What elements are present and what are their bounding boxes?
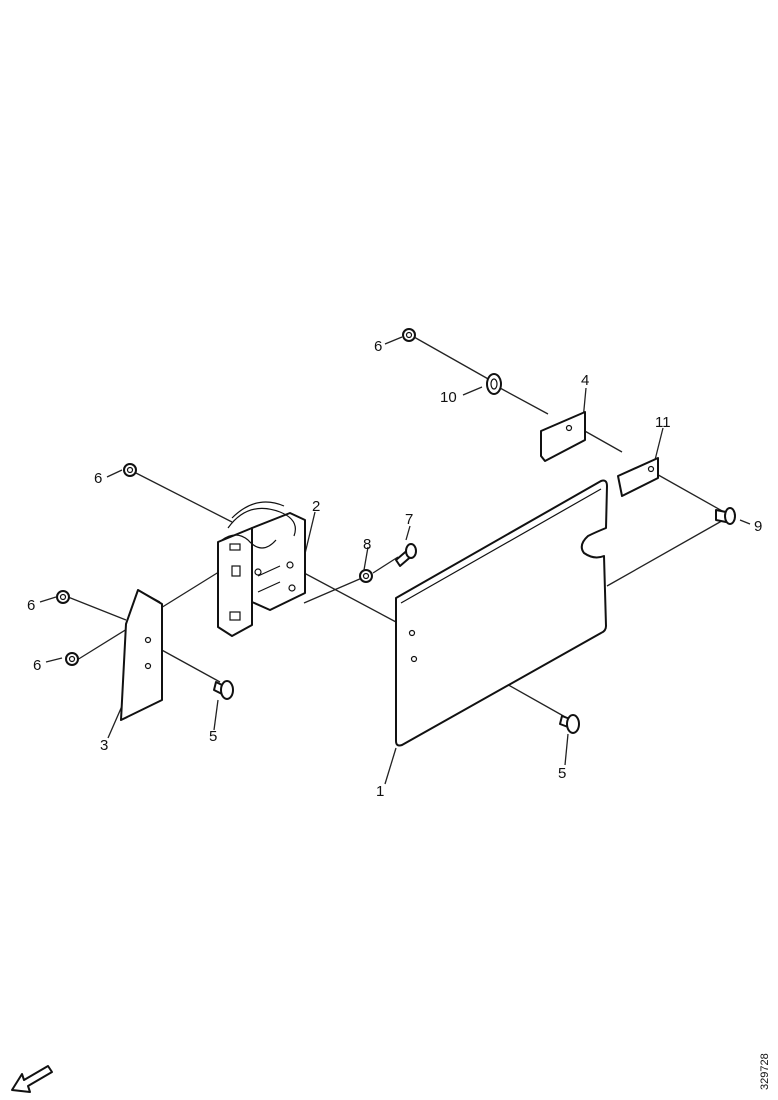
- label-part-1: 1: [376, 783, 384, 800]
- part-6-nut: [56, 590, 70, 604]
- part-7-bolt: [395, 543, 417, 567]
- label-part-6: 6: [27, 597, 35, 614]
- part-5-screw: [213, 680, 234, 700]
- label-part-6: 6: [374, 338, 382, 355]
- label-part-6: 6: [94, 470, 102, 487]
- label-part-6: 6: [33, 657, 41, 674]
- part-2-clamp-bracket: [217, 501, 306, 637]
- part-8-nut: [359, 569, 373, 583]
- part-11-spacer: [617, 457, 659, 497]
- label-part-3: 3: [100, 737, 108, 754]
- part-6-nut: [402, 328, 416, 342]
- label-part-5: 5: [209, 728, 217, 745]
- label-part-2: 2: [312, 498, 320, 515]
- label-part-5: 5: [558, 765, 566, 782]
- part-4-strip: [540, 411, 586, 462]
- label-part-11: 11: [655, 414, 671, 431]
- part-3-backing-plate: [120, 589, 163, 721]
- drawing-code: 329728: [759, 1053, 771, 1090]
- part-6-nut: [123, 463, 137, 477]
- part-5-screw: [559, 714, 580, 734]
- label-part-10: 10: [440, 389, 457, 406]
- label-part-9: 9: [754, 518, 762, 535]
- callout-labels: 1 2 3 4 5 5 6 6 6 6 7 8 9 10 11: [27, 338, 762, 800]
- part-9-bolt: [715, 507, 736, 525]
- label-part-4: 4: [581, 372, 589, 389]
- label-part-8: 8: [363, 536, 371, 553]
- part-1-mounting-plate: [395, 479, 608, 747]
- part-6-nut: [65, 652, 79, 666]
- arrow-icon: [11, 1065, 53, 1093]
- label-part-7: 7: [405, 511, 413, 528]
- part-10-washer: [486, 373, 502, 395]
